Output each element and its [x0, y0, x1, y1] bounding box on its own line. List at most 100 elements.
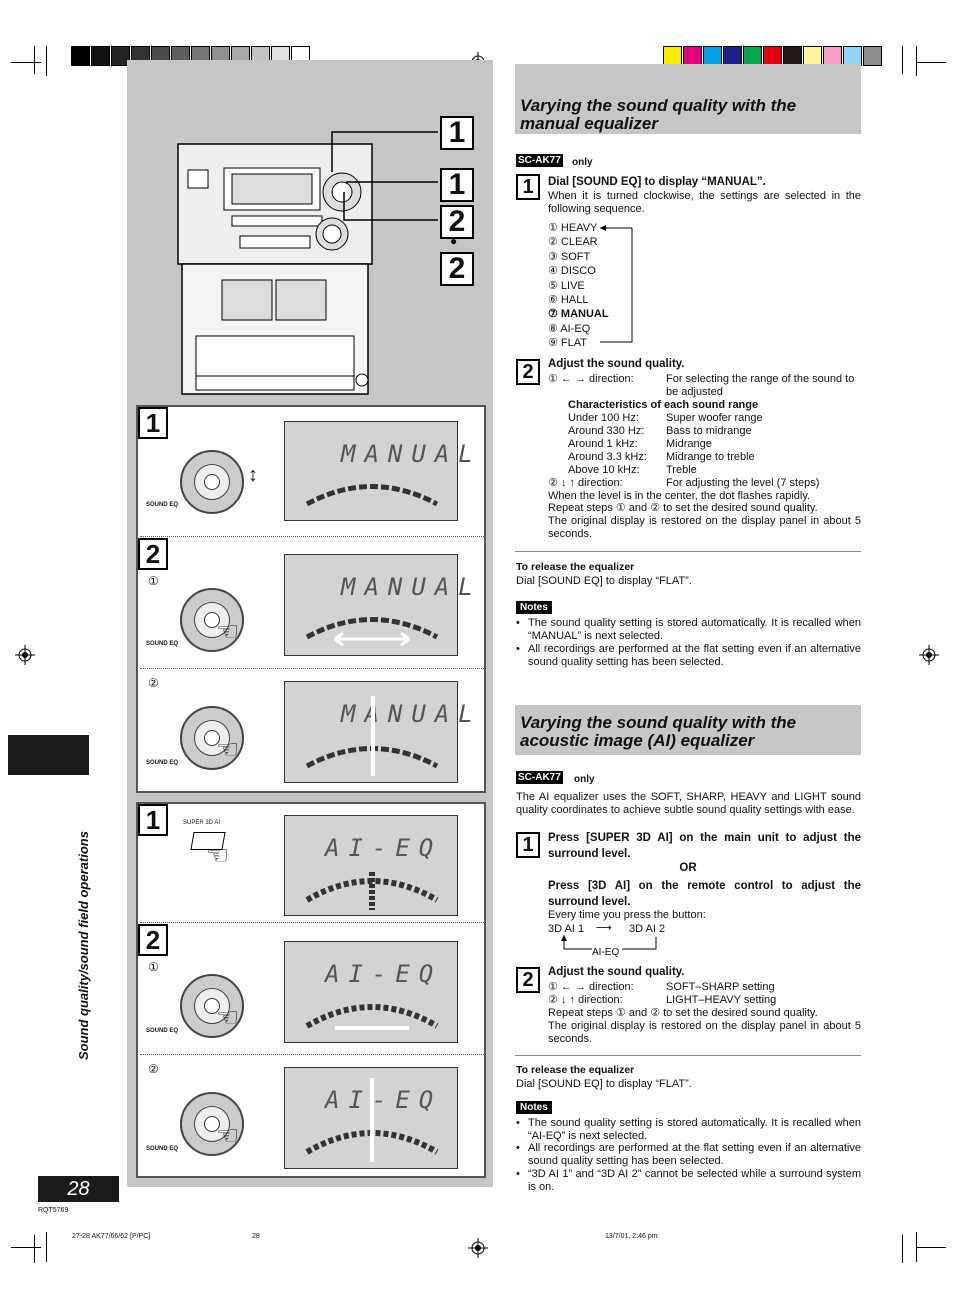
range-description: Midrange to treble: [666, 451, 755, 463]
color-swatch: [763, 46, 782, 66]
range-frequency: Around 330 Hz:: [568, 425, 645, 437]
sound-eq-dial[interactable]: [180, 588, 244, 652]
model-suffix: only: [574, 774, 595, 785]
registration-mark-icon: [15, 645, 35, 665]
step-number: 1: [440, 168, 474, 202]
color-swatch: [683, 46, 702, 66]
color-swatch: [111, 46, 130, 66]
direction-key: ② ↓ ↑ direction:: [548, 477, 623, 489]
eq-mode-item: ⑦ MANUAL: [548, 308, 609, 321]
hand-pointer-icon: ☜: [216, 1120, 240, 1150]
sequence-item: AI-EQ: [592, 947, 620, 958]
step-heading: Adjust the sound quality.: [548, 358, 685, 370]
sound-eq-dial[interactable]: [180, 1092, 244, 1156]
cycle-arrow-icon: [561, 935, 657, 950]
sound-eq-dial[interactable]: [180, 450, 244, 514]
range-frequency: Around 1 kHz:: [568, 438, 638, 450]
range-frequency: Around 3.3 kHz:: [568, 451, 647, 463]
color-swatch: [723, 46, 742, 66]
step-body: Repeat steps ① and ② to set the desired …: [548, 1007, 818, 1019]
lcd-text: AI-EQ: [325, 834, 443, 862]
footer-date: 13/7/01, 2:46 pm: [605, 1233, 658, 1240]
footer-file: 27-28 AK77/66/62 [P/PC]: [72, 1233, 151, 1240]
direction-value: For adjusting the level (7 steps): [666, 477, 820, 489]
step-heading: Adjust the sound quality.: [548, 966, 685, 978]
step-number: 2: [440, 252, 474, 286]
sound-eq-label: SOUND EQ: [146, 1146, 179, 1152]
range-frequency: Under 100 Hz:: [568, 412, 639, 424]
subheading: Characteristics of each sound range: [568, 399, 759, 411]
sound-eq-dial[interactable]: [180, 706, 244, 770]
notes-label: Notes: [516, 601, 552, 614]
lcd-display: AI-EQ: [284, 941, 458, 1043]
direction-key: ② ↓ ↑ direction:: [548, 994, 623, 1006]
step-number: 2: [440, 205, 474, 239]
sound-eq-label: SOUND EQ: [146, 641, 179, 647]
section-title: Varying the sound quality with the acous…: [520, 713, 797, 750]
release-heading: To release the equalizer: [516, 1064, 635, 1076]
section-heading-box: Varying the sound quality with the acous…: [515, 705, 861, 755]
step-body: When it is turned clockwise, the setting…: [548, 190, 861, 215]
direction-key: ① ← → direction:: [548, 981, 634, 993]
release-body: Dial [SOUND EQ] to display “FLAT”.: [516, 575, 692, 587]
lcd-display: AI-EQ: [284, 815, 458, 916]
rotate-arrow-icon: ↕: [248, 464, 258, 486]
lcd-text: MANUAL: [341, 700, 482, 728]
arrow-right-icon: ⟶: [596, 921, 612, 934]
super-3d-ai-label: SUPER 3D AI: [183, 820, 221, 826]
step-heading: Press [SUPER 3D AI] on the main unit to …: [548, 832, 861, 860]
step-number: 1: [138, 407, 168, 439]
hand-pointer-icon: ☜: [216, 1002, 240, 1032]
color-swatch: [863, 46, 882, 66]
step-heading: Press [3D AI] on the remote control to a…: [548, 880, 861, 908]
color-swatch: [843, 46, 862, 66]
eq-mode-item: ④ DISCO: [548, 265, 596, 278]
sound-eq-label: SOUND EQ: [146, 1028, 179, 1034]
step-body: Every time you press the button:: [548, 909, 706, 921]
eq-mode-item: ② CLEAR: [548, 236, 598, 249]
color-swatch: [703, 46, 722, 66]
sub-step-label: ②: [148, 1062, 159, 1076]
range-description: Bass to midrange: [666, 425, 752, 437]
color-swatch: [823, 46, 842, 66]
divider: [515, 1055, 861, 1056]
cycle-arrow-icon: [600, 225, 633, 343]
lcd-display: MANUAL: [284, 681, 473, 783]
range-frequency: Above 10 kHz:: [568, 464, 640, 476]
bullet: ●: [450, 234, 458, 248]
step-number: 1: [138, 804, 168, 836]
sub-step-label: ①: [148, 574, 159, 588]
direction-value: LIGHT–HEAVY setting: [666, 994, 777, 1006]
hand-pointer-icon: ☜: [216, 616, 240, 646]
model-suffix: only: [572, 157, 593, 168]
lcd-text: AI-EQ: [325, 960, 443, 988]
direction-value: For selecting the range of the sound to …: [666, 373, 855, 398]
release-body: Dial [SOUND EQ] to display “FLAT”.: [516, 1078, 692, 1090]
step-number: 2: [138, 924, 168, 956]
callout-lines: [331, 131, 438, 221]
section-title: Varying the sound quality with the manua…: [520, 96, 797, 133]
section-heading-box: Varying the sound quality with the manua…: [515, 64, 861, 134]
eq-mode-item: ③ SOFT: [548, 250, 591, 263]
notes-label: Notes: [516, 1101, 552, 1114]
sub-step-label: ①: [148, 960, 159, 974]
stereo-unit-illustration: [177, 143, 373, 395]
page-number: 28: [38, 1176, 119, 1202]
step-number: 2: [138, 538, 168, 570]
intro-text: The AI equalizer uses the SOFT, SHARP, H…: [516, 791, 861, 816]
registration-mark-icon: [468, 1238, 488, 1258]
model-tag: SC-AK77: [516, 154, 563, 167]
sidebar-section-label: Sound quality/sound field operations: [76, 831, 91, 1060]
step-heading: Dial [SOUND EQ] to display “MANUAL”.: [548, 176, 766, 188]
step-number: 2: [516, 967, 540, 993]
sound-eq-dial[interactable]: [180, 974, 244, 1038]
step-body: The original display is restored on the …: [548, 1020, 861, 1045]
or-label: OR: [679, 862, 697, 874]
step-body: The original display is restored on the …: [548, 515, 861, 540]
lcd-display: AI-EQ: [284, 1067, 458, 1169]
document-code: RQT5769: [38, 1207, 69, 1214]
direction-value: SOFT–SHARP setting: [666, 981, 775, 993]
section-tab: [8, 735, 89, 775]
model-tag: SC-AK77: [516, 771, 563, 784]
eq-mode-item: ⑤ LIVE: [548, 279, 585, 292]
